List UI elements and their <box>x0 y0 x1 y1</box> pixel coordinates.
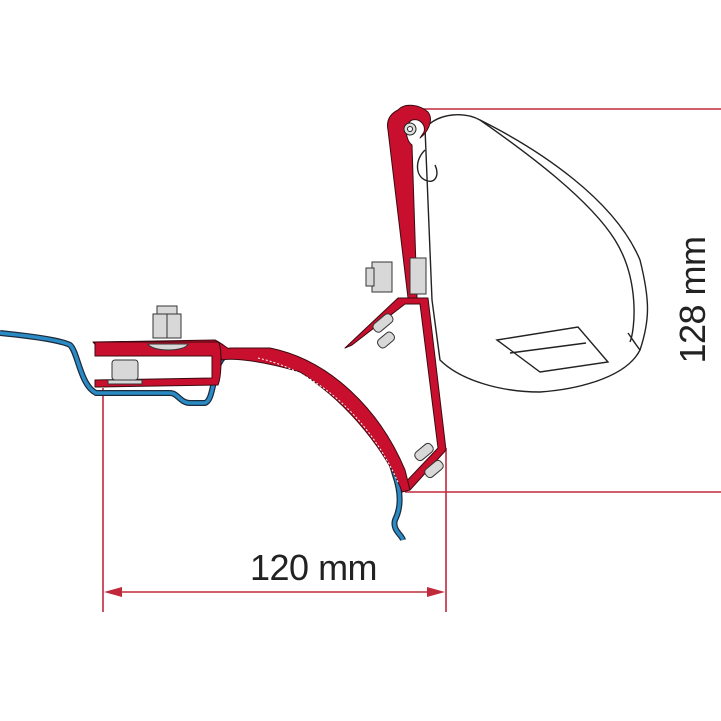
width-dimension-label: 120 mm <box>250 547 378 588</box>
grip-teeth <box>257 357 399 483</box>
awning-cassette <box>416 114 649 393</box>
height-dimension-label: 128 mm <box>672 236 713 364</box>
dimension-lines <box>102 108 721 612</box>
vehicle-roof-profile <box>0 330 406 542</box>
bolts-and-nuts <box>107 257 444 479</box>
arrowheads <box>104 587 445 597</box>
awning-bracket <box>92 104 447 493</box>
